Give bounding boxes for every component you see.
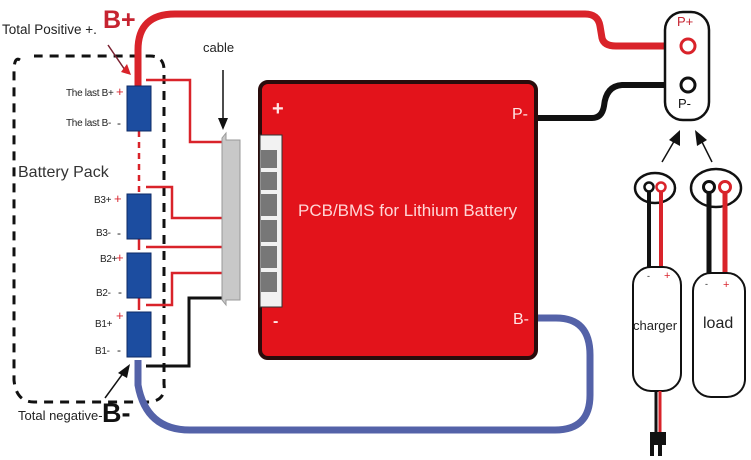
cell-b3-minus-sign: - <box>117 226 121 240</box>
p-minus-terminal <box>679 76 697 94</box>
cable-connector <box>221 131 241 307</box>
b-minus-arrow-head <box>118 364 130 378</box>
cell-b3-plus-label: B3+ <box>94 195 112 206</box>
charger-plug-neg-pin <box>643 181 655 193</box>
battery-cell-b1 <box>126 311 152 358</box>
cell-b2-minus-label: B2- <box>96 288 111 299</box>
output-port <box>663 10 711 122</box>
pcb-title: PCB/BMS for Lithium Battery <box>298 201 518 220</box>
load-box <box>692 272 746 398</box>
cell-b2-plus-sign: + <box>116 250 124 265</box>
cell-last-plus-label: The last B+ <box>66 88 114 99</box>
p-minus-wire <box>534 82 688 121</box>
p-plus-terminal <box>679 37 697 55</box>
battery-pack-border <box>12 54 166 404</box>
cell-last-minus-label: The last B- <box>66 118 112 129</box>
cell-last-plus-sign: + <box>116 84 124 99</box>
cell-b1-minus-label: B1- <box>95 346 110 357</box>
pcb-minus-terminal: - <box>273 313 279 330</box>
cable-arrow-head <box>218 118 228 130</box>
charger-label: charger <box>633 318 678 333</box>
charger-plus-sign: + <box>664 270 671 282</box>
b-plus-arrow-head <box>121 64 131 75</box>
pcb-b-minus-label: B- <box>513 311 529 328</box>
b-minus-arrow <box>104 371 125 399</box>
pcb-connector-pins <box>261 150 277 292</box>
charger-ac-plug-icon <box>650 432 666 456</box>
port-p-plus-label: P+ <box>677 14 694 29</box>
charger-arrow-head <box>669 130 680 146</box>
total-negative-label: Total negative- <box>18 408 103 423</box>
load-plug <box>689 167 743 209</box>
cell-b1-plus-sign: + <box>116 308 124 323</box>
b-plus-wire <box>134 10 692 90</box>
cell-b2-minus-sign: - <box>118 285 122 299</box>
charger-minus-sign: - <box>647 271 650 281</box>
battery-pack-label: Battery Pack <box>18 164 109 181</box>
b-minus-wire <box>134 314 594 434</box>
cell-last-minus-sign: - <box>117 116 121 130</box>
load-minus-sign: - <box>705 279 708 289</box>
balance-wires <box>146 78 222 307</box>
battery-cells <box>126 85 152 358</box>
b-minus-label: B- <box>102 398 131 428</box>
cell-b2-plus-label: B2+ <box>100 254 118 265</box>
load-arrow-head <box>695 130 707 146</box>
port-p-minus-label: P- <box>678 96 691 111</box>
pcb-plus-terminal: + <box>272 98 284 120</box>
cable-label: cable <box>203 40 235 55</box>
cell-b1-plus-label: B1+ <box>95 319 113 330</box>
total-positive-label: Total Positive +. <box>2 22 97 37</box>
pcb-p-minus-label: P- <box>512 106 528 123</box>
battery-cell-last <box>126 85 152 132</box>
balance-negative-wire <box>146 296 222 368</box>
cell-b1-minus-sign: - <box>117 343 121 357</box>
b-plus-arrow <box>107 44 126 71</box>
cell-b3-minus-label: B3- <box>96 228 111 239</box>
charger-plug-pos-pin <box>655 181 667 193</box>
b-plus-label: B+ <box>103 6 136 34</box>
battery-cell-b2 <box>126 252 152 299</box>
load-plug-pos-pin <box>718 180 732 194</box>
load-plus-sign: + <box>723 279 730 291</box>
load-plug-neg-pin <box>702 180 716 194</box>
battery-cell-b3 <box>126 193 152 240</box>
load-label: load <box>703 315 734 332</box>
charger-plug <box>633 171 677 205</box>
cell-b3-plus-sign: + <box>114 191 122 206</box>
